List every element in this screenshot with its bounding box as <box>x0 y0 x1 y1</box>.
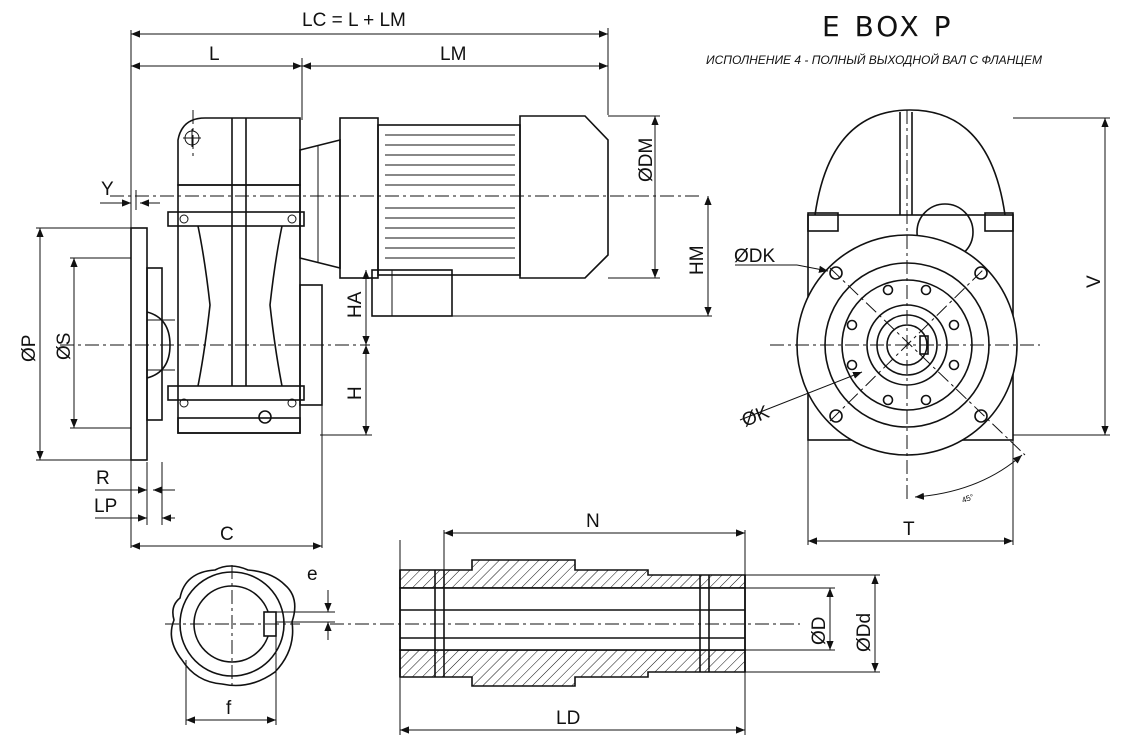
dim-d: ØD <box>809 617 830 646</box>
dim-s: ØS <box>54 333 75 360</box>
dim-dk: ØDK <box>734 246 776 267</box>
side-view <box>36 28 712 548</box>
drawing-subtitle: ИСПОЛНЕНИЕ 4 - ПОЛНЫЙ ВЫХОДНОЙ ВАЛ С ФЛА… <box>706 51 1042 67</box>
dim-ha: HA <box>345 291 366 318</box>
shaft-cross-section <box>165 565 335 725</box>
front-view-dimensions: V T ØDK ØK 45° <box>734 118 1109 545</box>
dim-lc: LC = L + LM <box>302 10 406 31</box>
dim-dm: ØDM <box>636 138 657 182</box>
dim-dd: ØDd <box>854 613 875 652</box>
shaft-section-dimensions: f e <box>186 564 332 724</box>
dim-e: e <box>307 564 318 585</box>
dim-l: L <box>209 44 220 65</box>
dim-y: Y <box>101 179 114 200</box>
dim-p: ØP <box>19 335 40 362</box>
hollow-shaft <box>330 530 880 735</box>
dim-hm: HM <box>687 245 708 275</box>
dim-r: R <box>96 468 110 489</box>
dim-t: T <box>903 519 915 540</box>
side-view-dimensions: LC = L + LM L LM Y ØDM HM HA H ØP ØS R L… <box>19 10 712 550</box>
motor-cooling-fins <box>385 134 515 259</box>
dim-h: H <box>345 386 366 400</box>
drawing-title: E BOX P <box>822 10 954 43</box>
dim-f: f <box>226 698 232 719</box>
dim-lm: LM <box>440 44 466 65</box>
dim-ld: LD <box>556 708 580 729</box>
dim-k: ØK <box>739 402 773 432</box>
dim-lp: LP <box>94 496 117 517</box>
dim-n: N <box>586 511 600 532</box>
dim-angle: 45° <box>961 492 975 505</box>
dim-v: V <box>1084 275 1105 288</box>
hollow-shaft-dimensions: N LD ØD ØDd <box>400 511 879 734</box>
dim-c: C <box>220 524 234 545</box>
front-view <box>770 109 1110 545</box>
